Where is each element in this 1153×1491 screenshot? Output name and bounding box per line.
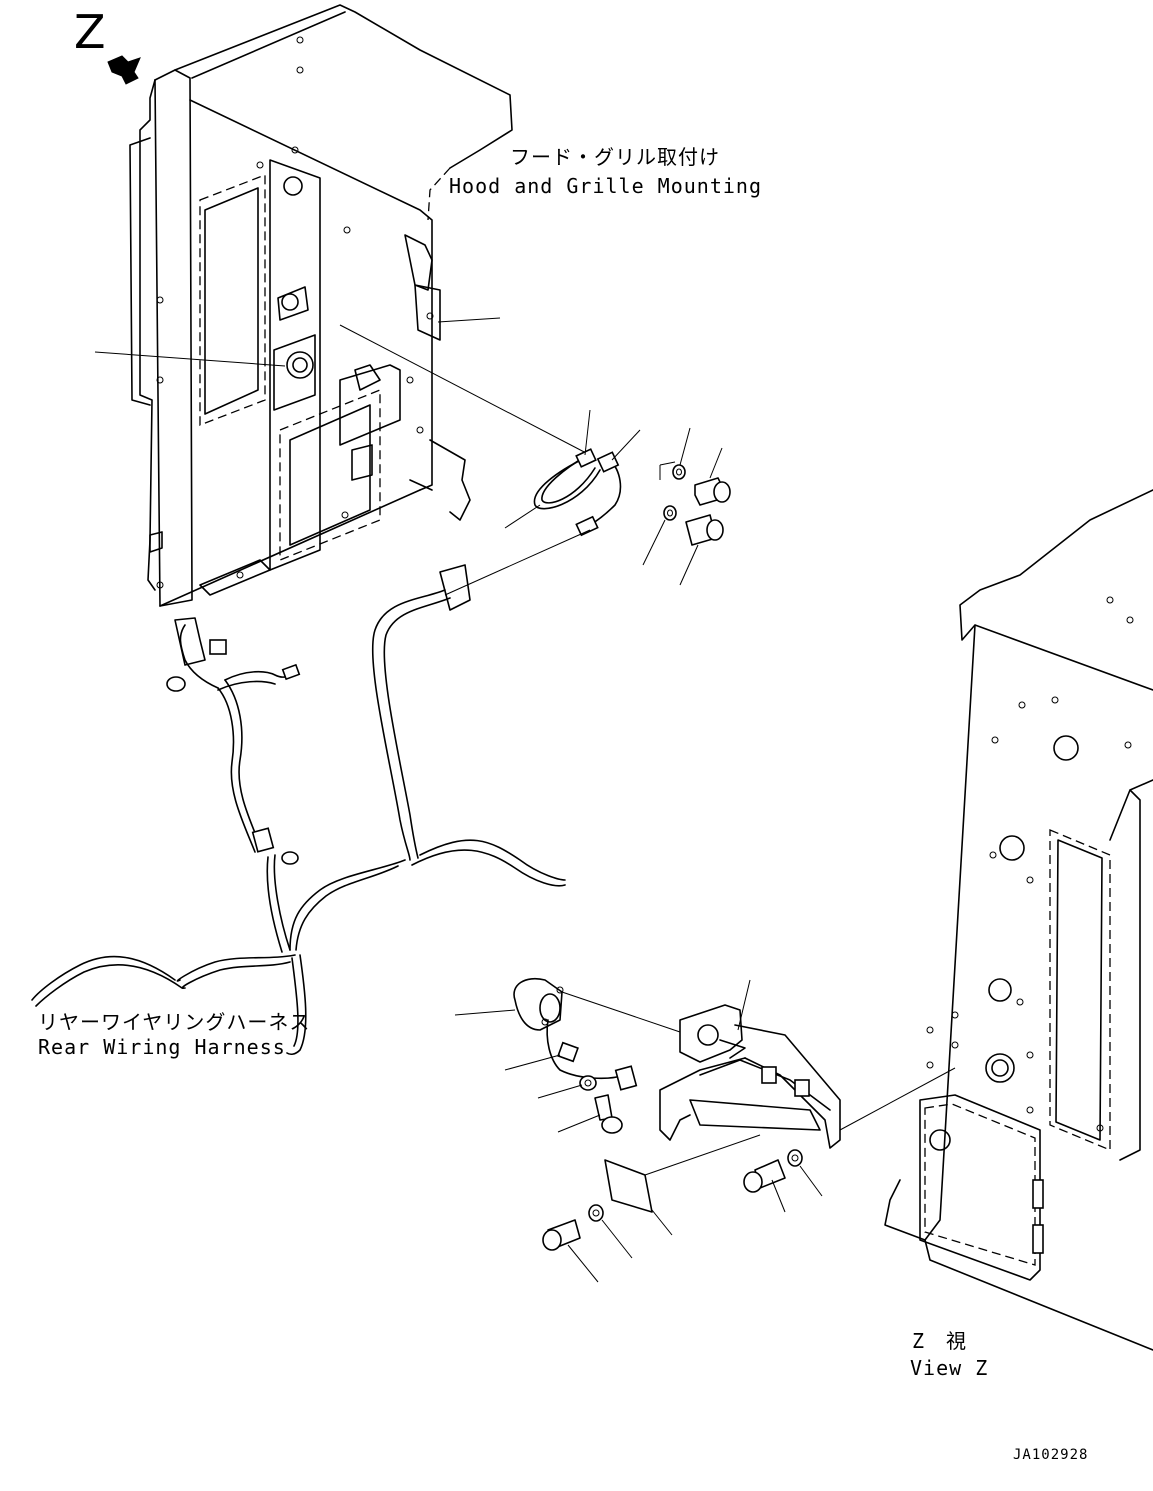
hood-grille-label-jp: フード・グリル取付け bbox=[510, 145, 720, 169]
view-z-label-jp: Z 視 bbox=[912, 1329, 968, 1353]
sensor-cable-assembly bbox=[444, 409, 641, 596]
view-arrow-icon bbox=[107, 55, 141, 85]
left-frame-panel bbox=[129, 4, 513, 607]
rear-harness-label-jp: リヤーワイヤリングハーネス bbox=[38, 1010, 311, 1034]
rear-wiring-harness bbox=[31, 564, 566, 1056]
rear-harness-label-en: Rear Wiring Harness bbox=[38, 1035, 286, 1059]
right-frame-panel bbox=[839, 489, 1153, 1351]
bolts-washers-upper bbox=[642, 427, 731, 586]
view-marker-letter: Z bbox=[74, 5, 106, 59]
leader-lines-left bbox=[94, 317, 591, 456]
view-z-label-en: View Z bbox=[910, 1356, 989, 1380]
lower-bracket-assembly bbox=[454, 978, 841, 1283]
hood-grille-label-en: Hood and Grille Mounting bbox=[449, 174, 762, 198]
drawing-code: JA102928 bbox=[1013, 1447, 1089, 1463]
